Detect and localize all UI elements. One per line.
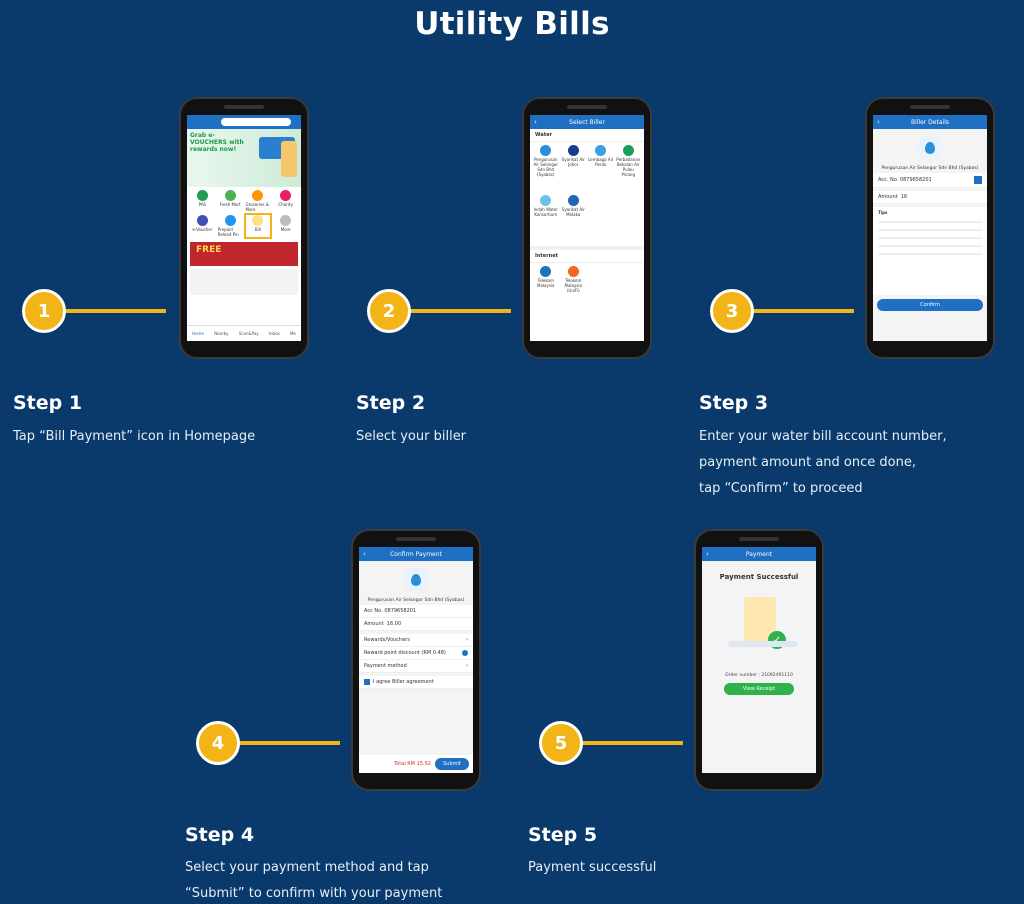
air-selangor-logo (403, 567, 429, 593)
agreement-row[interactable]: I agree Biller agreement (359, 676, 473, 689)
scan-icon[interactable] (974, 176, 982, 184)
reload-pin-icon[interactable]: Prepaid Reload Pin (218, 215, 243, 237)
bottom-nav: Home Nearby Scan&Pay Inbox Me (187, 325, 301, 341)
biller-lap[interactable]: Lembaga Air Perak (588, 145, 614, 193)
fresh-mart-icon[interactable]: Fresh Mart (218, 190, 243, 212)
back-icon[interactable]: ‹ (706, 550, 709, 558)
step-badge-3: 3 (710, 289, 754, 333)
step-badge-2: 2 (367, 289, 411, 333)
payment-success-heading: Payment Successful (719, 573, 799, 581)
water-biller-grid: Pengurusan Air Selangor Sdn Bhd (Syabas)… (530, 142, 644, 246)
step-desc-1: Tap “Bill Payment” icon in Homepage (13, 429, 256, 444)
phone-step-4: ‹Confirm Payment Pengurusan Air Selangor… (351, 529, 481, 791)
chevron-right-icon: › (466, 637, 468, 643)
connector-step-4 (214, 741, 340, 745)
step-title-1: Step 1 (13, 392, 83, 414)
biller-sam[interactable]: Syarikat Air Melaka (561, 195, 587, 243)
section-internet: Internet (530, 246, 644, 263)
receipt-illustration: ✓ (702, 591, 816, 661)
step-desc-5: Payment successful (528, 860, 657, 875)
home-search-bar[interactable] (187, 115, 301, 129)
grab-banner-text: Grab e-VOUCHERS with rewards now! (190, 132, 244, 153)
tips-box: Tips (873, 207, 987, 295)
promo-banner[interactable]: FREE (190, 242, 298, 266)
pas-icon[interactable]: PAS (190, 190, 215, 212)
submit-footer: Total RM 15.52 Submit (359, 755, 473, 773)
confirm-button[interactable]: Confirm (877, 299, 983, 311)
biller-pba[interactable]: Perbadanan Bekalan Air Pulau Pinang (616, 145, 642, 193)
charity-icon[interactable]: Charity (273, 190, 298, 212)
biller-air-selangor[interactable]: Pengurusan Air Selangor Sdn Bhd (Syabas) (533, 145, 559, 193)
step-desc-2: Select your biller (356, 429, 467, 444)
payment-bar: ‹Payment (702, 547, 816, 561)
back-icon[interactable]: ‹ (363, 550, 366, 558)
phone-step-2: ‹Select Biller Water Pengurusan Air Sela… (522, 97, 652, 359)
nav-inbox[interactable]: Inbox (268, 331, 280, 336)
nav-nearby[interactable]: Nearby (214, 331, 229, 336)
checkbox-icon[interactable] (462, 650, 468, 656)
rewards-row[interactable]: Rewards/Vouchers› (359, 634, 473, 647)
groceries-icon[interactable]: Groceries & More (246, 190, 271, 212)
connector-step-2 (385, 309, 511, 313)
account-number-field[interactable]: Acc. No. 0879658201 (873, 173, 987, 188)
step-badge-4: 4 (196, 721, 240, 765)
nav-home[interactable]: Home (192, 331, 204, 336)
step-title-3: Step 3 (699, 392, 769, 414)
amount-field[interactable]: Amount 16 (873, 191, 987, 204)
select-biller-bar: ‹Select Biller (530, 115, 644, 129)
step-title-5: Step 5 (528, 824, 598, 846)
back-icon[interactable]: ‹ (534, 118, 537, 126)
air-selangor-logo (917, 135, 943, 161)
step-title-4: Step 4 (185, 824, 255, 846)
confirm-payment-bar: ‹Confirm Payment (359, 547, 473, 561)
checkbox-icon[interactable] (364, 679, 370, 685)
step-title-2: Step 2 (356, 392, 426, 414)
page-title: Utility Bills (414, 6, 610, 42)
amount-row: Amount 16.00 (359, 618, 473, 631)
bill-payment-icon[interactable]: Bill (243, 213, 273, 239)
company-name: Pengurusan Air Selangor Sdn Bhd (Syabas) (881, 166, 979, 171)
connector-step-3 (728, 309, 854, 313)
order-number: Order number : 21092491110 (725, 673, 793, 678)
grab-banner[interactable]: Grab e-VOUCHERS with rewards now! (187, 129, 301, 187)
biller-iwk[interactable]: Indah Water Konsortium (533, 195, 559, 243)
view-receipt-button[interactable]: View Receipt (724, 683, 794, 695)
total-amount: Total RM 15.52 (394, 761, 431, 767)
payment-method-row[interactable]: Payment method› (359, 660, 473, 673)
biller-details-bar: ‹Biller Details (873, 115, 987, 129)
step-desc-4: Select your payment method and tap “Subm… (185, 860, 443, 901)
biller-unifi[interactable]: Telekom Malaysia (UniFi) (561, 266, 587, 296)
phone-step-1: Grab e-VOUCHERS with rewards now! PAS Fr… (179, 97, 309, 359)
back-icon[interactable]: ‹ (877, 118, 880, 126)
connector-step-1 (40, 309, 166, 313)
step-badge-5: 5 (539, 721, 583, 765)
nav-me[interactable]: Me (289, 331, 296, 336)
step-desc-3: Enter your water bill account number, pa… (699, 429, 947, 496)
nav-scan-pay[interactable]: Scan&Pay (238, 331, 259, 336)
reward-points-row[interactable]: Reward point discount (RM 0.48) (359, 647, 473, 660)
home-icon-grid: PAS Fresh Mart Groceries & More Charity … (187, 187, 301, 240)
biller-tm[interactable]: Telekom Malaysia (533, 266, 559, 296)
internet-biller-grid: Telekom Malaysia Telekom Malaysia (UniFi… (530, 263, 644, 299)
account-row: Acc No. 0879658201 (359, 605, 473, 618)
step-badge-1: 1 (22, 289, 66, 333)
chevron-right-icon: › (466, 663, 468, 669)
section-water: Water (530, 129, 644, 142)
connector-step-5 (557, 741, 683, 745)
biller-saj[interactable]: Syarikat Air Johor (561, 145, 587, 193)
more-icon[interactable]: More (273, 215, 298, 237)
parcel-card[interactable] (190, 269, 298, 295)
phone-step-3: ‹Biller Details Pengurusan Air Selangor … (865, 97, 995, 359)
company-name: Pengurusan Air Selangor Sdn Bhd (Syabas) (367, 598, 465, 603)
phone-step-5: ‹Payment Payment Successful ✓ Order numb… (694, 529, 824, 791)
e-voucher-icon[interactable]: e-Voucher (190, 215, 215, 237)
submit-button[interactable]: Submit (435, 758, 469, 770)
